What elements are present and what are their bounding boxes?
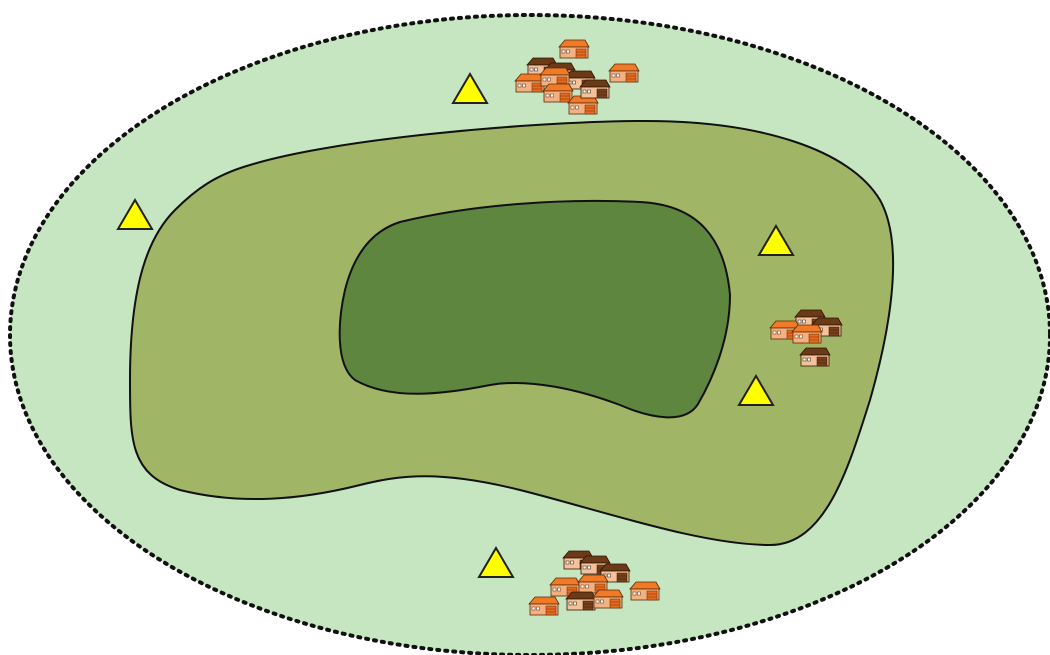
house-icon — [800, 348, 830, 366]
house-icon — [543, 84, 573, 102]
house-icon — [515, 74, 545, 92]
house-icon — [568, 96, 598, 114]
house-icon — [566, 592, 596, 610]
house-icon — [559, 40, 589, 58]
house-icon — [580, 80, 610, 98]
house-icon — [593, 590, 623, 608]
house-icon — [529, 597, 559, 615]
house-icon — [609, 64, 639, 82]
house-icon — [630, 582, 660, 600]
house-icon — [792, 325, 822, 343]
house-icon — [540, 68, 570, 86]
core-zone — [340, 201, 730, 417]
